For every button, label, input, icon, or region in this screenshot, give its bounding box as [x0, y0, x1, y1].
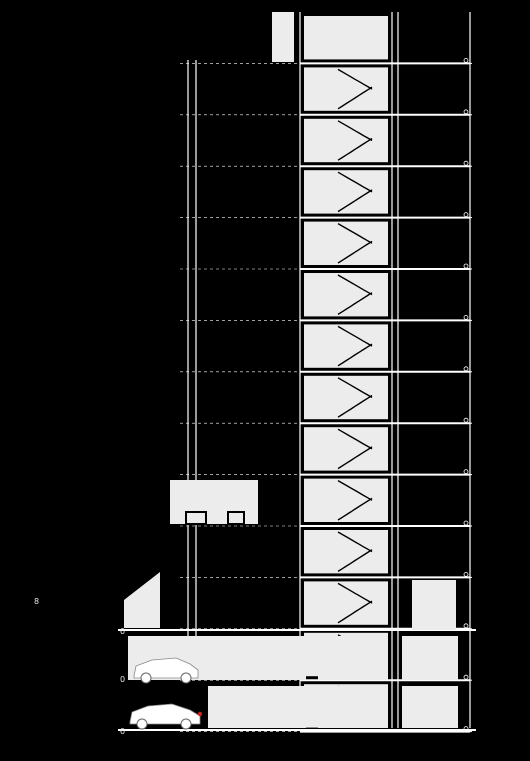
stair-flight: [337, 582, 373, 604]
stair-shaft-panel: [304, 16, 388, 60]
stair-flight: [337, 479, 373, 501]
shaft-block: [402, 636, 458, 680]
ramp-wedge: [124, 572, 160, 628]
level-marker: [463, 417, 469, 423]
stair-flight: [337, 497, 373, 521]
level-marker: [463, 520, 469, 526]
stair-flight: [337, 394, 373, 418]
side-label: 8: [34, 597, 39, 606]
stair-flight: [337, 240, 373, 264]
level-marker: [463, 109, 469, 115]
stair-flight: [337, 531, 373, 553]
level-marker: [463, 314, 469, 320]
basement-mark: 0: [120, 727, 125, 736]
stair-flight: [337, 292, 373, 315]
podium-window: [185, 511, 207, 525]
shaft-block: [412, 580, 456, 630]
stair-flight: [337, 377, 373, 399]
level-marker: [463, 160, 469, 166]
level-marker: [463, 623, 469, 629]
podium-window: [227, 511, 245, 525]
level-marker: [463, 469, 469, 475]
stair-flight: [337, 343, 373, 367]
stair-flight: [337, 68, 373, 90]
basement-mark: 0: [120, 675, 125, 684]
stair-flight: [337, 600, 373, 624]
roof-block: [272, 12, 294, 62]
basement-core-1: [318, 636, 388, 680]
stair-flight: [337, 137, 373, 161]
level-marker: [463, 674, 469, 680]
level-marker: [463, 263, 469, 269]
basement-mark: 0: [120, 627, 125, 636]
car-icon: [133, 657, 199, 684]
level-markers: [460, 58, 472, 733]
level-marker: [463, 572, 469, 577]
level-marker: [463, 366, 469, 372]
stair-flight: [337, 446, 373, 470]
shaft-block: [402, 686, 458, 728]
stair-flight: [337, 428, 373, 450]
car-icon: [129, 703, 203, 730]
basement-core-2: [318, 686, 388, 728]
stair-flight: [337, 120, 373, 142]
stair-flight: [337, 325, 373, 347]
stair-flight: [337, 222, 373, 244]
stair-flight: [337, 274, 373, 296]
stair-flight: [337, 549, 373, 572]
stair-flight: [337, 86, 373, 110]
stair-flight: [337, 189, 373, 213]
level-marker: [463, 212, 469, 218]
level-marker: [463, 726, 469, 731]
stair-flight: [337, 171, 373, 193]
level-marker: [463, 58, 469, 63]
parking-level-2: [208, 686, 306, 728]
